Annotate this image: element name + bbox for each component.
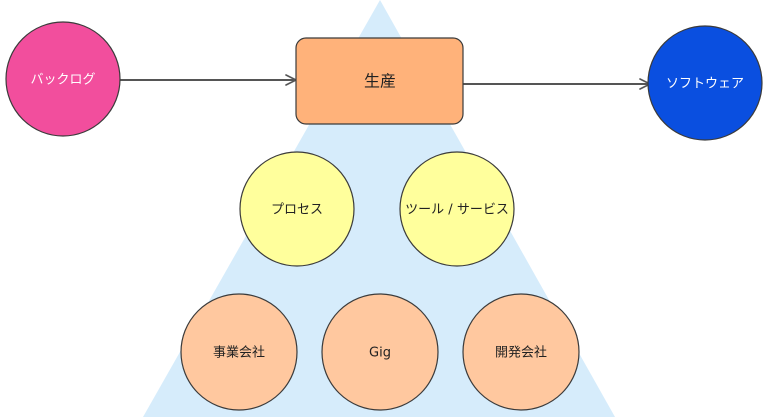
tools-services-circle — [399, 151, 515, 267]
dev-company-label: 開発会社 — [495, 345, 547, 361]
business-company-circle — [180, 293, 298, 411]
production-label: 生産 — [364, 72, 396, 91]
backlog-label: バックログ — [30, 73, 95, 88]
dev-company-circle — [462, 293, 580, 411]
gig-label: Gig — [369, 346, 391, 361]
tools-services-node: ツール / サービス — [399, 151, 515, 267]
business-company-node: 事業会社 — [180, 293, 298, 411]
process-label: プロセス — [271, 203, 323, 218]
production-node: 生産 — [295, 37, 464, 125]
gig-node: Gig — [321, 293, 439, 411]
gig-circle — [321, 293, 439, 411]
tools-services-label: ツール / サービス — [405, 203, 509, 218]
process-node: プロセス — [239, 151, 355, 267]
backlog-node: バックログ — [5, 21, 121, 137]
backlog-circle — [5, 21, 121, 137]
business-company-label: 事業会社 — [213, 345, 265, 361]
software-circle — [647, 25, 763, 141]
process-circle — [239, 151, 355, 267]
dev-company-node: 開発会社 — [462, 293, 580, 411]
software-label: ソフトウェア — [666, 77, 744, 92]
software-node: ソフトウェア — [647, 25, 763, 141]
production-box — [295, 37, 464, 125]
